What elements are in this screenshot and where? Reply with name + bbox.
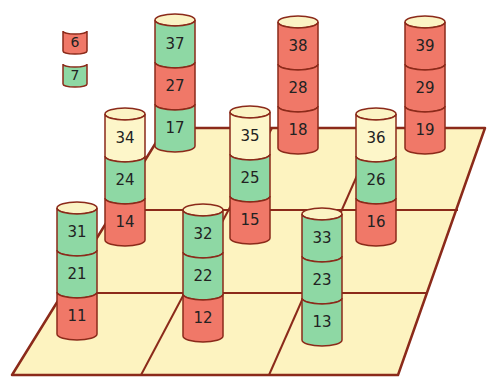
peg-ring: 22 (183, 246, 223, 300)
grid-line (63, 292, 427, 294)
ring-outline (155, 62, 195, 110)
ring-outline (405, 106, 445, 154)
ring-outline (278, 106, 318, 154)
ring-number: 32 (183, 225, 223, 243)
ring-outline (183, 210, 223, 258)
ring-outline (278, 64, 318, 112)
ring-number: 15 (230, 211, 270, 229)
ring-number: 38 (278, 37, 318, 55)
peg-ring: 19 (405, 100, 445, 154)
peg-ring: 25 (230, 148, 270, 202)
ring-number: 18 (278, 121, 318, 139)
peg-ring: 28 (278, 58, 318, 112)
ring-number: 16 (356, 213, 396, 231)
peg-ring: 18 (278, 100, 318, 154)
ring-outline (356, 198, 396, 246)
ring-outline (356, 156, 396, 204)
ring-number: 12 (183, 309, 223, 327)
ring-number: 29 (405, 79, 445, 97)
peg-ring: 27 (155, 56, 195, 110)
ring-outline (57, 208, 97, 256)
ring-outline (302, 256, 342, 304)
peg-ring: 13 (302, 292, 342, 346)
peg-ring: 32 (183, 204, 223, 258)
peg-ring: 14 (105, 192, 145, 246)
ring-outline (183, 294, 223, 342)
ring-number: 21 (57, 265, 97, 283)
ring-number: 26 (356, 171, 396, 189)
legend-label: 6 (63, 33, 87, 51)
ring-outline (405, 64, 445, 112)
ring-number: 39 (405, 37, 445, 55)
legend-label: 7 (63, 66, 87, 84)
ring-outline (230, 154, 270, 202)
ring-number: 28 (278, 79, 318, 97)
ring-number: 11 (57, 307, 97, 325)
ring-number: 22 (183, 267, 223, 285)
peg-ring: 37 (155, 14, 195, 68)
peg-ring: 12 (183, 288, 223, 342)
ring-number: 23 (302, 271, 342, 289)
peg-caps (57, 14, 445, 220)
ring-outline (356, 114, 396, 162)
peg-ring: 31 (57, 202, 97, 256)
peg-ring: 26 (356, 150, 396, 204)
peg-ring: 23 (302, 250, 342, 304)
ring-number: 27 (155, 77, 195, 95)
ring-number: 24 (105, 171, 145, 189)
peg-ring: 11 (57, 286, 97, 340)
ring-number: 34 (105, 129, 145, 147)
ring-outline (405, 22, 445, 70)
ring-number: 19 (405, 121, 445, 139)
peg-ring: 34 (105, 108, 145, 162)
peg-ring: 16 (356, 192, 396, 246)
ring-number: 35 (230, 127, 270, 145)
peg-ring: 24 (105, 150, 145, 204)
ring-number: 36 (356, 129, 396, 147)
ring-outline (230, 112, 270, 160)
ring-number: 25 (230, 169, 270, 187)
peg-ring: 29 (405, 58, 445, 112)
ring-outline (57, 292, 97, 340)
ring-outline (105, 114, 145, 162)
board (12, 128, 485, 375)
peg-ring: 35 (230, 106, 270, 160)
peg-ring: 38 (278, 16, 318, 70)
legend-item: 6 (63, 28, 87, 54)
ring-outline (230, 196, 270, 244)
ring-outline (155, 104, 195, 152)
ring-outline (302, 298, 342, 346)
ring-number: 17 (155, 119, 195, 137)
ring-outline (63, 64, 87, 87)
ring-number: 13 (302, 313, 342, 331)
ring-outline (278, 22, 318, 70)
ring-number: 14 (105, 213, 145, 231)
peg-ring: 17 (155, 98, 195, 152)
peg-ring: 33 (302, 208, 342, 262)
grid-line (141, 128, 272, 375)
ring-number: 37 (155, 35, 195, 53)
ring-outline (155, 20, 195, 68)
ring-outline (302, 214, 342, 262)
ring-number: 31 (57, 223, 97, 241)
ring-number: 33 (302, 229, 342, 247)
peg-ring: 15 (230, 190, 270, 244)
ring-outline (63, 31, 87, 54)
ring-outline (183, 252, 223, 300)
peg-ring: 21 (57, 244, 97, 298)
grid-line (124, 209, 458, 211)
peg-ring: 39 (405, 16, 445, 70)
ring-outline (105, 198, 145, 246)
ring-outline (105, 156, 145, 204)
peg-ring: 36 (356, 108, 396, 162)
legend-item: 7 (63, 61, 87, 87)
ring-outline (57, 250, 97, 298)
